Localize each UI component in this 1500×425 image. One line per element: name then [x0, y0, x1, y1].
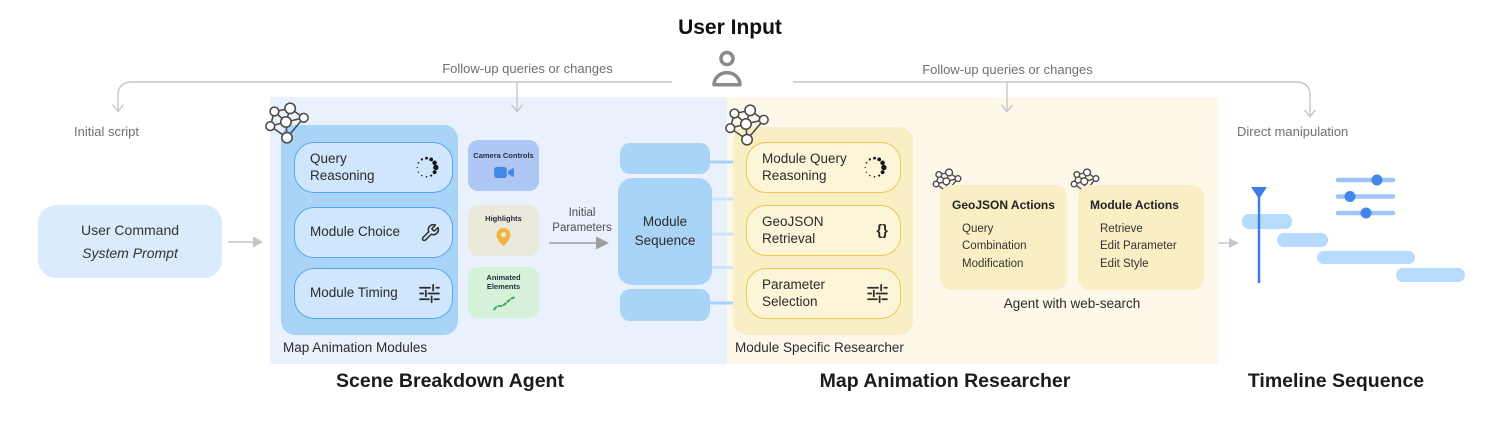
module-actions-title: Module Actions — [1090, 198, 1179, 212]
braces-icon: {} — [876, 222, 888, 239]
user-command-line: User Command — [80, 222, 180, 238]
arrowhead-to-timeline — [1229, 238, 1239, 248]
sliders-icon — [419, 284, 440, 303]
geojson-actions-box: GeoJSON Actions Query Combination Modifi… — [940, 185, 1067, 290]
page-title: User Input — [678, 16, 782, 39]
module-timing: Module Timing — [294, 268, 453, 319]
agent-web-search-label: Agent with web-search — [1003, 296, 1141, 311]
slider-tracks — [1335, 177, 1396, 216]
scene-breakdown-agent-label: Scene Breakdown Agent — [336, 370, 564, 392]
module-choice: Module Choice — [294, 207, 453, 258]
system-prompt-line: System Prompt — [82, 245, 178, 261]
playhead — [1251, 187, 1267, 283]
initial-script-label: Initial script — [74, 124, 140, 139]
neural-network-icon — [725, 104, 769, 146]
wrench-icon — [420, 223, 440, 243]
chip-camera-controls: Camera Controls — [468, 140, 539, 191]
module-actions-box: Module Actions Retrieve Edit Parameter E… — [1078, 185, 1204, 290]
user-person-icon — [712, 50, 742, 87]
neural-network-icon — [265, 102, 309, 144]
timeline-bar-1 — [1242, 214, 1292, 229]
spinner-icon — [413, 154, 440, 181]
map-animation-researcher-label: Map Animation Researcher — [819, 370, 1071, 392]
arrowhead-direct-manipulation — [1303, 109, 1317, 118]
timeline-sequence-label: Timeline Sequence — [1247, 370, 1425, 392]
arrowhead-command-to-scene — [253, 236, 263, 248]
chip-animated-elements: Animated Elements — [468, 267, 539, 318]
spinner-icon — [861, 154, 888, 181]
timeline-bar-4 — [1396, 268, 1465, 282]
module-query-reasoning: Query Reasoning — [294, 142, 453, 193]
module-query-reasoning-researcher: Module Query Reasoning — [746, 142, 901, 193]
camera-icon — [493, 166, 514, 178]
module-specific-researcher-label: Module Specific Researcher — [735, 340, 904, 355]
timeline-bar-2 — [1277, 233, 1328, 247]
sliders-icon — [867, 284, 888, 303]
map-pin-icon — [496, 228, 511, 247]
geojson-actions-title: GeoJSON Actions — [952, 198, 1055, 212]
module-sequence-box: Module Sequence — [618, 178, 712, 285]
direct-manipulation-label: Direct manipulation — [1237, 124, 1349, 139]
initial-parameters-label: Initial Parameters — [552, 207, 612, 234]
animated-path-icon — [492, 296, 515, 311]
sequence-block-top — [620, 143, 710, 174]
geojson-retrieval: GeoJSON Retrieval {} — [746, 205, 901, 256]
sequence-block-bottom — [620, 289, 710, 321]
user-command-box: User Command System Prompt — [38, 205, 222, 278]
parameter-selection: Parameter Selection — [746, 268, 901, 319]
map-animation-modules-label: Map Animation Modules — [283, 340, 428, 355]
slider-handles — [1344, 174, 1383, 219]
chip-highlights: Highlights — [468, 205, 539, 256]
followup-right-label: Follow-up queries or changes — [922, 62, 1093, 77]
timeline-bar-3 — [1317, 251, 1415, 264]
followup-left-label: Follow-up queries or changes — [442, 61, 613, 76]
arrowhead-initial-script — [111, 104, 125, 113]
